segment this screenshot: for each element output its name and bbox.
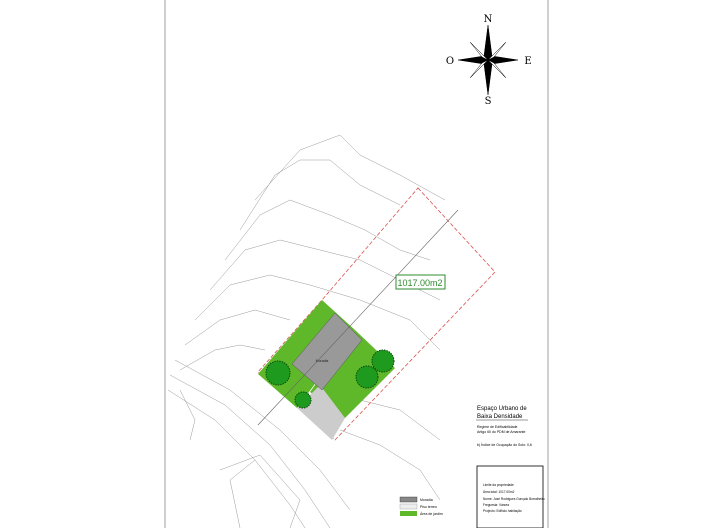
area-total: Área total: 1017.00m2 xyxy=(483,490,515,494)
tree-icon xyxy=(371,349,395,373)
regime-1: Regime de Edificabilidade xyxy=(477,425,518,429)
occupancy-index: b) Índice de Ocupação do Solo: 0,6 xyxy=(477,443,532,447)
tree-icon xyxy=(294,391,312,409)
compass-east: E xyxy=(524,56,531,67)
legend-ground: Piso terreo xyxy=(420,505,437,509)
plot-area-label: 1017.00m2 xyxy=(397,278,442,288)
legend-boundary: Limite da propriedade xyxy=(483,483,514,487)
legend-garden: Área de jardim xyxy=(420,512,443,516)
location: Freguesia: Várzea xyxy=(483,503,509,507)
compass-north: N xyxy=(484,14,493,25)
project: Projecto: Edifício habitação xyxy=(483,509,522,513)
trees xyxy=(265,349,395,409)
title-block xyxy=(476,465,544,528)
compass-west: O xyxy=(446,56,454,67)
regime-2: Artigo 60 do PDM de Amarante xyxy=(477,430,525,434)
owner: Nome: José Rodrigues Gonçalo Borralheiro xyxy=(483,497,545,501)
tree-icon xyxy=(355,365,379,389)
contour-lines xyxy=(167,134,446,528)
legend-house: Moradia xyxy=(420,498,433,502)
zone-title-1: Espaço Urbano de xyxy=(477,406,527,412)
axis-line xyxy=(257,209,459,426)
tree-icon xyxy=(265,360,291,386)
building-label: Moradia xyxy=(316,359,329,363)
compass-rose xyxy=(457,24,519,96)
zone-title-2: Baixa Densidade xyxy=(477,414,523,420)
legend-swatch-house xyxy=(399,496,418,503)
garden-area-right xyxy=(310,330,395,418)
compass-south: S xyxy=(485,96,492,107)
area-label-box xyxy=(395,274,446,290)
legend-swatch-garden xyxy=(400,511,417,516)
legend-swatch-ground xyxy=(399,503,418,510)
